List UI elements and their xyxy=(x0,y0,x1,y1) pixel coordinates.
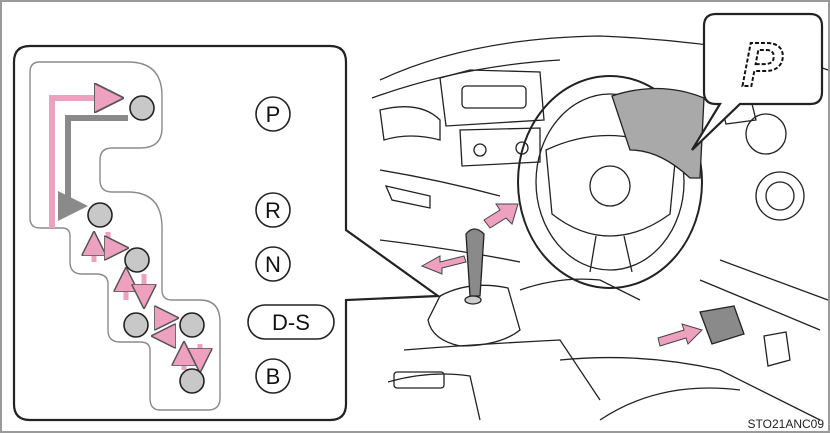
gate-label-n: N xyxy=(265,252,281,277)
gate-label-b: B xyxy=(266,364,281,389)
display-indicator: P xyxy=(741,31,783,100)
gate-label-r: R xyxy=(265,198,281,223)
gate-knob-p xyxy=(130,96,154,120)
gate-label-p: P xyxy=(266,102,281,127)
image-code: STO21ANC09 xyxy=(748,417,824,431)
gate-knob-r xyxy=(88,203,112,227)
gate-knob-s xyxy=(180,313,204,337)
gate-knob-d xyxy=(124,313,148,337)
gate-label-ds: D-S xyxy=(272,310,310,335)
gate-knob-n xyxy=(125,248,149,272)
gate-knob-b xyxy=(180,369,204,393)
